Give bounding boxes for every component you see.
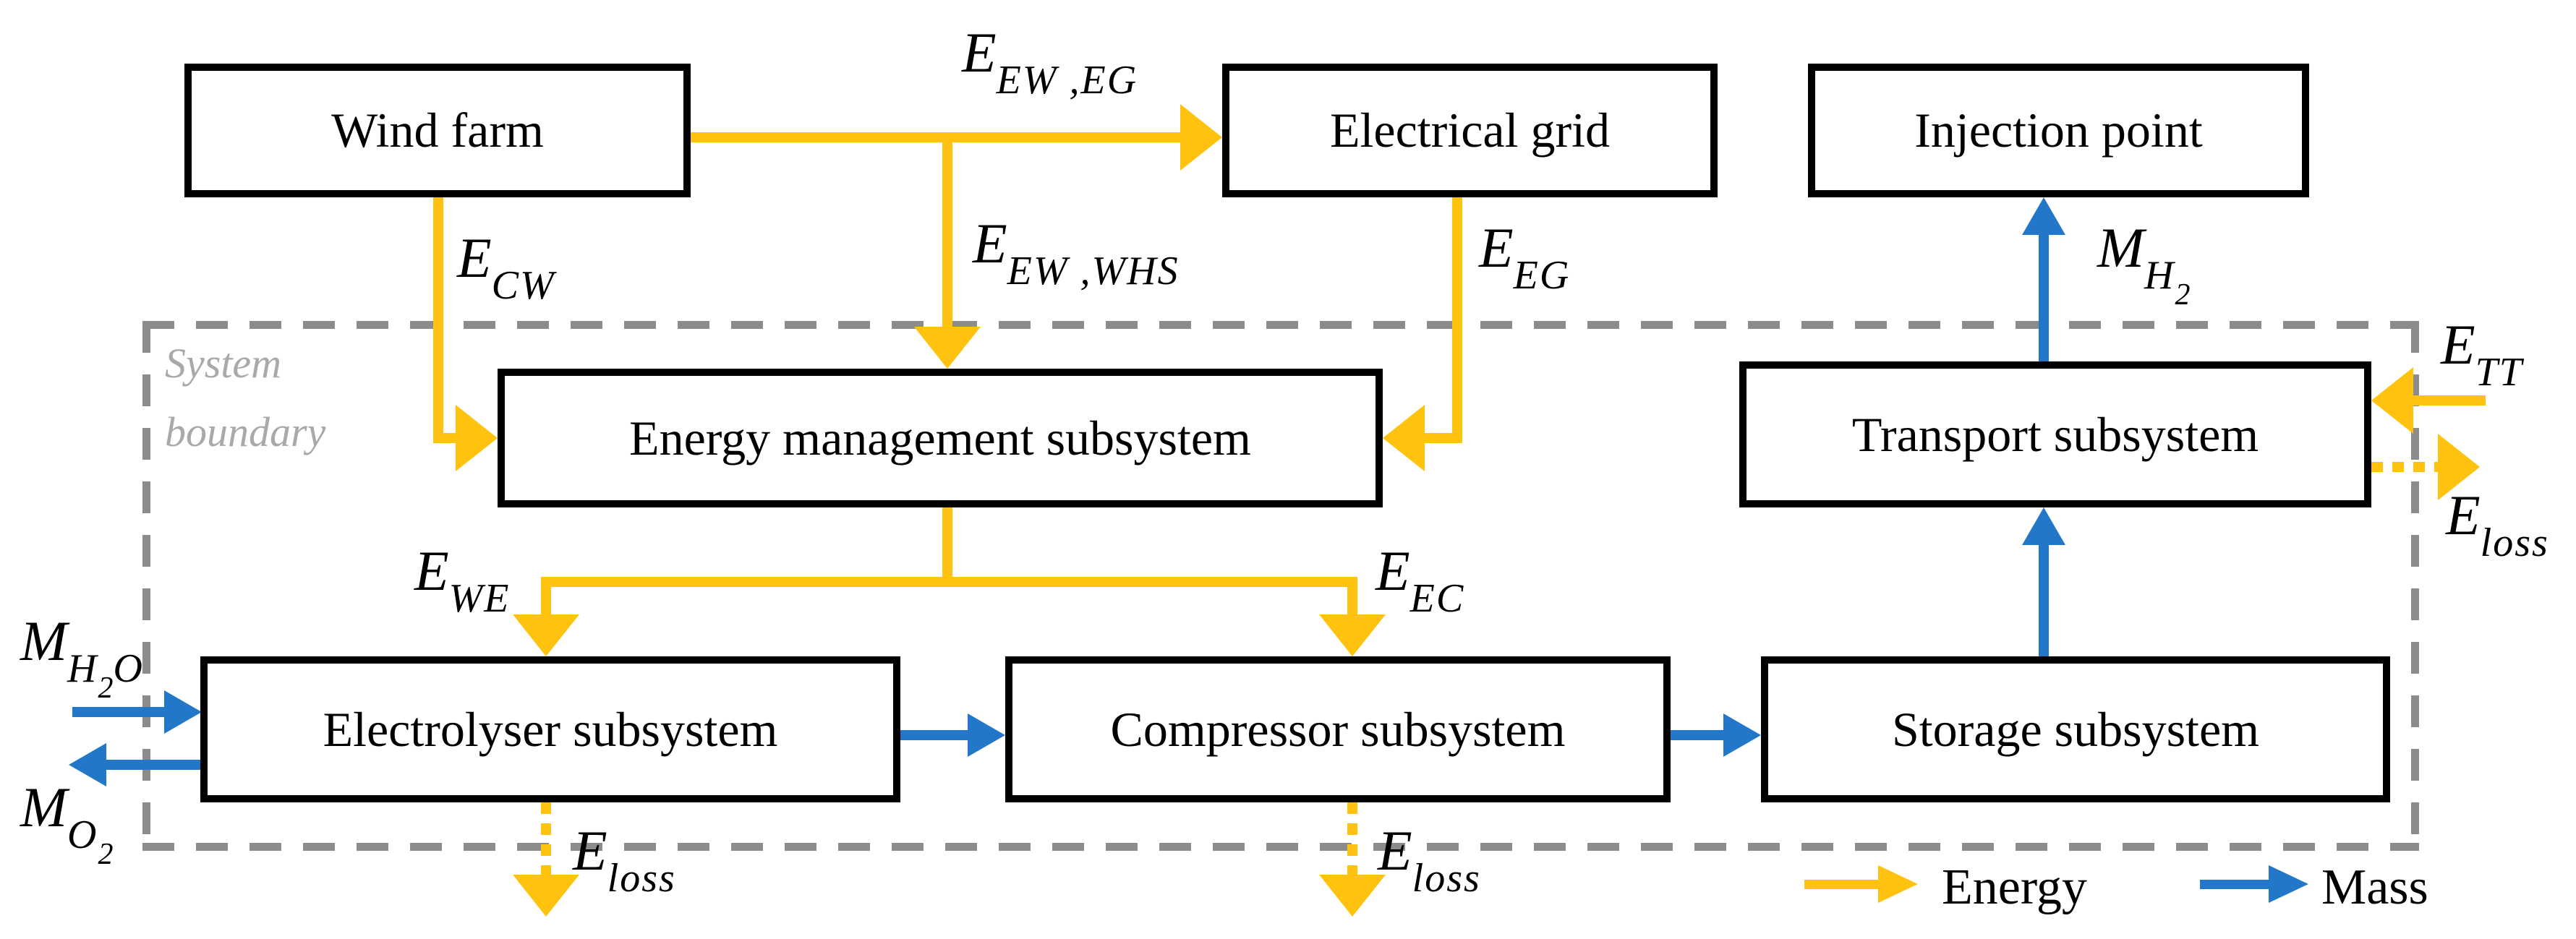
- arrow-m-h2-shaft: [2039, 235, 2049, 361]
- arrow-e-cw-head: [456, 405, 498, 471]
- legend-energy-label: Energy: [1942, 859, 2087, 915]
- arrow-e-cw-shaft-vertical: [433, 197, 443, 443]
- arrow-e-loss-transport-shaft: [2371, 462, 2438, 472]
- injection-point-label: Injection point: [1914, 103, 2203, 158]
- flow-label-e-ew-eg: EEW ,EG: [962, 21, 1138, 103]
- arrow-compressor-storage-shaft: [1671, 730, 1723, 740]
- flow-label-m-h2o: MH2O: [20, 609, 144, 705]
- transport-label: Transport subsystem: [1851, 406, 2259, 462]
- energy-management-box: Energy management subsystem: [498, 369, 1383, 507]
- system-boundary-left-edge: [142, 321, 150, 851]
- legend-energy-arrow-icon: [1878, 865, 1918, 903]
- arrow-em-branch-horizontal: [541, 577, 1357, 587]
- storage-box: Storage subsystem: [1761, 656, 2390, 802]
- arrow-storage-transport-shaft: [2039, 545, 2049, 656]
- wind-farm-box: Wind farm: [184, 64, 691, 197]
- storage-label: Storage subsystem: [1891, 701, 2260, 757]
- arrow-storage-transport-head: [2022, 507, 2065, 545]
- flow-label-e-eg: EEG: [1479, 216, 1571, 298]
- legend-mass-arrow-icon: [2269, 865, 2308, 903]
- flow-label-e-ew-whs: EEW ,WHS: [973, 212, 1180, 293]
- electrical-grid-box: Electrical grid: [1222, 64, 1718, 197]
- legend-mass-label: Mass: [2321, 859, 2428, 915]
- flow-label-m-h2: MH2: [2097, 216, 2191, 312]
- compressor-box: Compressor subsystem: [1005, 656, 1671, 802]
- arrow-compressor-storage-head: [1723, 713, 1761, 757]
- arrow-e-ew-whs-shaft: [942, 137, 952, 327]
- flow-label-e-cw: ECW: [457, 226, 555, 308]
- arrow-em-output-stub: [942, 507, 952, 577]
- arrow-e-ec-shaft: [1347, 587, 1357, 614]
- electrical-grid-label: Electrical grid: [1329, 103, 1610, 158]
- flow-label-e-loss-electrolyser: Eloss: [573, 819, 676, 901]
- arrow-electrolyser-compressor-shaft: [900, 730, 968, 740]
- transport-box: Transport subsystem: [1739, 361, 2371, 507]
- system-boundary-top-edge: [142, 321, 2419, 329]
- legend-mass-arrow-shaft: [2200, 880, 2269, 889]
- arrow-e-eg-shaft-horizontal: [1425, 433, 1462, 443]
- arrow-e-ew-eg-shaft: [691, 132, 1180, 142]
- arrow-m-h2o-shaft: [72, 707, 164, 717]
- flow-label-e-loss-transport: Eloss: [2446, 484, 2549, 565]
- electrolyser-box: Electrolyser subsystem: [200, 656, 900, 802]
- wind-farm-label: Wind farm: [331, 103, 544, 158]
- system-boundary-right-edge: [2411, 321, 2419, 851]
- arrow-e-cw-shaft-horizontal: [433, 433, 456, 443]
- arrow-e-loss-transport-head: [2438, 434, 2480, 500]
- legend-energy-arrow-shaft: [1804, 880, 1878, 889]
- arrow-e-eg-head: [1383, 405, 1425, 471]
- arrow-e-ew-whs-head: [914, 327, 981, 369]
- system-boundary-label-line1: System: [165, 340, 282, 387]
- electrolyser-label: Electrolyser subsystem: [323, 701, 778, 757]
- arrow-e-we-shaft: [541, 587, 551, 614]
- arrow-e-loss-compressor-head: [1319, 875, 1386, 917]
- system-boundary-label-line2: boundary: [165, 408, 326, 455]
- arrow-e-tt-shaft: [2413, 395, 2486, 406]
- flow-label-e-we: EWE: [414, 539, 511, 621]
- energy-management-label: Energy management subsystem: [629, 410, 1251, 466]
- arrow-e-loss-compressor-shaft: [1347, 802, 1357, 875]
- arrow-m-o2-head: [69, 743, 106, 786]
- arrow-electrolyser-compressor-head: [968, 713, 1005, 757]
- arrow-e-tt-head: [2371, 367, 2413, 434]
- flow-label-m-o2: MO2: [20, 776, 114, 871]
- arrow-e-we-head: [513, 614, 579, 656]
- arrow-e-ec-head: [1319, 614, 1386, 656]
- arrow-m-h2-head: [2022, 197, 2065, 235]
- arrow-m-h2o-head: [164, 690, 202, 734]
- arrow-e-loss-electrolyser-shaft: [541, 802, 551, 875]
- compressor-label: Compressor subsystem: [1110, 701, 1566, 757]
- flow-label-e-tt: ETT: [2441, 313, 2523, 395]
- system-boundary-label: System boundary: [165, 329, 325, 466]
- injection-point-box: Injection point: [1808, 64, 2309, 197]
- system-boundary-bottom-edge: [142, 843, 2419, 851]
- flow-label-e-loss-compressor: Eloss: [1378, 819, 1481, 901]
- arrow-e-eg-shaft-vertical: [1452, 197, 1462, 443]
- flow-label-e-ec: EEC: [1376, 539, 1465, 621]
- arrow-m-o2-shaft: [106, 760, 200, 770]
- arrow-e-ew-eg-head: [1180, 104, 1222, 171]
- arrow-e-loss-electrolyser-head: [513, 875, 579, 917]
